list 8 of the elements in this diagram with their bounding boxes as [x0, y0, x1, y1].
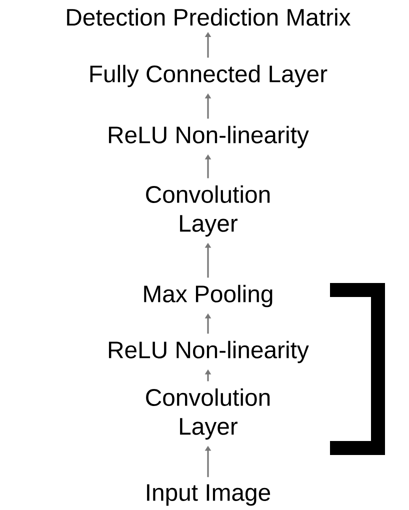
layer-label: Detection Prediction Matrix: [67, 8, 351, 26]
layer-label: Convolution Layer: [146, 185, 270, 237]
layer-label: Max Pooling: [144, 284, 272, 308]
layer-label: Fully Connected Layer: [90, 64, 328, 88]
layer-label: ReLU Non-linearity: [108, 340, 309, 364]
layer-label: ReLU Non-linearity: [108, 126, 309, 148]
layer-label: Input Image: [147, 484, 270, 506]
layer-label: Convolution Layer: [146, 388, 270, 440]
